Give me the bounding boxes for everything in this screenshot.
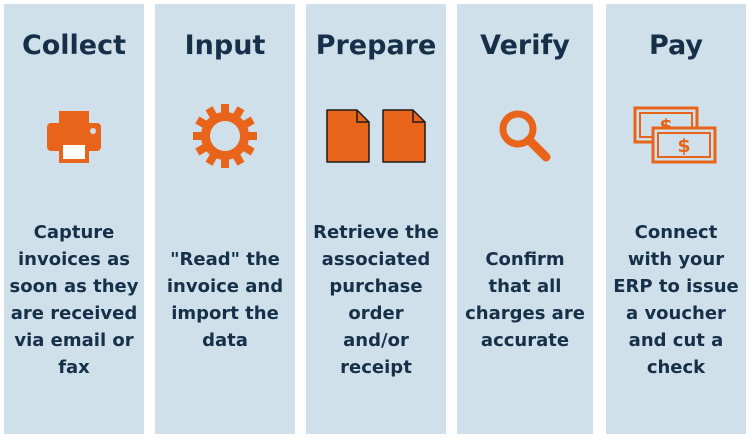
step-description: Capture invoices as soon as they are rec… [8,176,140,424]
desc-line: a voucher [626,303,726,324]
desc-line: Confirm [485,249,565,270]
desc-line: purchase [329,276,423,297]
document-icon [326,109,370,163]
desc-line: associated [321,249,431,270]
desc-line: data [202,330,248,351]
desc-line: receipt [340,357,412,378]
step-title: Pay [648,30,704,61]
step-input: Input [155,4,295,434]
desc-line: import the [171,303,279,324]
document-icon [382,109,426,163]
desc-line: soon as they [9,276,139,297]
step-description: "Read" the invoice and import the data [159,176,291,424]
step-title: Input [184,30,266,61]
desc-line: that all [488,276,562,297]
desc-line: accurate [480,330,570,351]
step-prepare: Prepare Retrieve the associated purchase… [306,4,446,434]
desc-line: ERP to issue [613,276,739,297]
step-title: Verify [480,30,570,61]
desc-line: Capture [33,222,115,243]
desc-line: check [646,357,706,378]
step-description: Confirm that all charges are accurate [461,176,589,424]
desc-line: "Read" the [170,249,280,270]
desc-line: fax [58,357,90,378]
magnifier-icon [499,110,551,162]
step-description: Connect with your ERP to issue a voucher… [610,176,742,424]
desc-line: invoice and [166,276,284,297]
gear-icon [193,104,257,168]
printer-icon [47,111,101,163]
desc-line: charges are [465,303,585,324]
step-collect: Collect Capture invoices as soon as they… [4,4,144,434]
step-title: Collect [21,30,127,61]
money-icon: $ $ [633,106,717,164]
step-pay: Pay $ $ Connect with your ERP to issue a… [606,4,746,434]
step-title: Prepare [315,30,437,61]
step-verify: Verify Confirm that all charges are accu… [457,4,593,434]
desc-line: and cut a [628,330,724,351]
step-description: Retrieve the associated purchase order a… [310,176,442,424]
svg-text:$: $ [677,135,690,157]
desc-line: are received [10,303,138,324]
desc-line: via email or [14,330,134,351]
desc-line: with your [627,249,725,270]
desc-line: Retrieve the [313,222,439,243]
desc-line: Connect [634,222,718,243]
desc-line: invoices as [18,249,130,270]
desc-line: order [348,303,404,324]
desc-line: and/or [343,330,409,351]
